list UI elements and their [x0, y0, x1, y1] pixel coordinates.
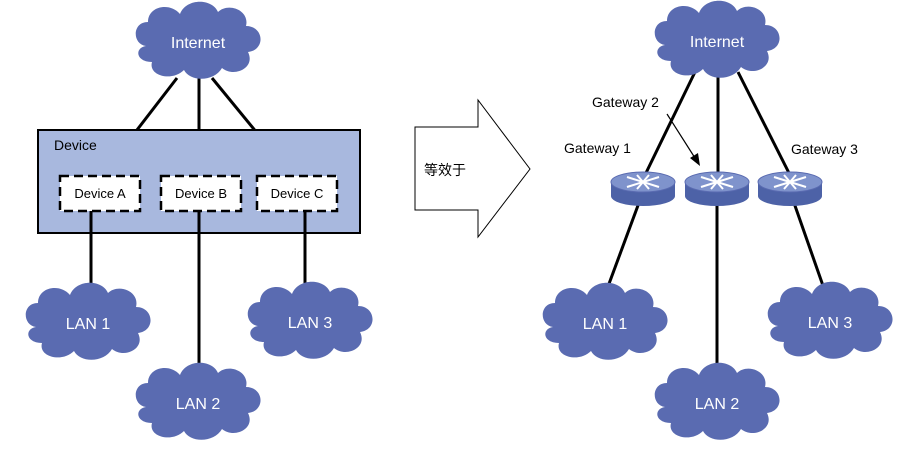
device-b: Device B [159, 174, 243, 213]
right-links [601, 71, 830, 372]
gateway3-router [757, 171, 823, 206]
right-topology: Gateway 1 Gateway 2 Gateway 3 Internet L… [542, 0, 893, 440]
device-b-box [159, 174, 243, 213]
pointer-line [666, 113, 696, 159]
device-a-box [58, 174, 142, 213]
device-group-label: Device [54, 137, 97, 153]
arrow-shape [414, 98, 531, 239]
right-lan3-cloud: LAN 3 [767, 281, 893, 359]
device-b-label: Device B [175, 186, 227, 201]
gateway1-router [610, 171, 676, 206]
left-lan3-cloud: LAN 3 [247, 281, 373, 359]
router-arrows-icon [700, 174, 734, 190]
right-lan1-label: LAN 1 [583, 316, 628, 333]
device-c: Device C [255, 174, 339, 213]
device-c-label: Device C [271, 186, 324, 201]
right-lan3-label: LAN 3 [808, 315, 853, 332]
right-lan2-cloud: LAN 2 [654, 362, 780, 440]
gateway1-label: Gateway 1 [564, 140, 631, 156]
left-lan1-cloud: LAN 1 [25, 282, 151, 360]
gateway2-router [684, 171, 750, 206]
right-internet-label: Internet [690, 34, 745, 51]
link-gateway3-lan3 [791, 199, 830, 301]
left-lan2-cloud: LAN 2 [135, 362, 261, 440]
left-internet-label: Internet [171, 35, 226, 52]
device-c-box [255, 174, 339, 213]
gateway2-pointer [666, 113, 700, 166]
right-internet-cloud: Internet [654, 0, 780, 78]
arrow-label: 等效于 [424, 162, 466, 179]
left-topology: Device Device A Device B Device C Intern… [25, 1, 373, 440]
router-arrows-icon [773, 174, 807, 190]
pointer-head [690, 153, 700, 166]
device-a-label: Device A [74, 186, 126, 201]
gateway2-label: Gateway 2 [592, 94, 659, 110]
link-internet-gateway3 [736, 71, 792, 176]
router-arrows-icon [626, 174, 660, 190]
right-lan2-label: LAN 2 [695, 396, 740, 413]
left-internet-cloud: Internet [135, 1, 261, 79]
left-lan2-label: LAN 2 [176, 396, 221, 413]
left-lan-links [89, 210, 307, 372]
device-a: Device A [58, 174, 142, 213]
gateway3-label: Gateway 3 [791, 141, 858, 157]
link-internet-gateway1 [643, 71, 697, 176]
left-lan3-label: LAN 3 [288, 315, 333, 332]
right-lan1-cloud: LAN 1 [542, 282, 668, 360]
equivalence-arrow: 等效于 [414, 98, 531, 239]
left-lan1-label: LAN 1 [66, 316, 111, 333]
